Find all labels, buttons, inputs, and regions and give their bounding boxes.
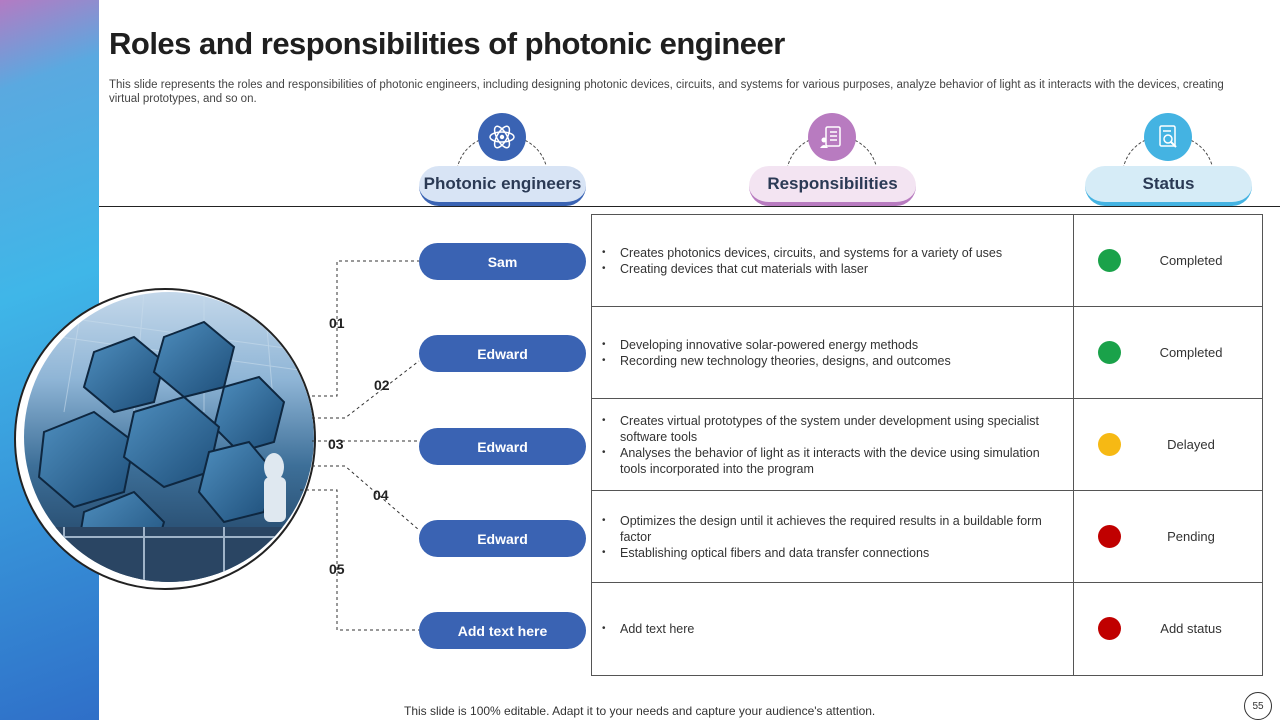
status-cell: Pending: [1074, 491, 1262, 582]
status-indicator-dot: [1098, 341, 1121, 364]
document-search-icon: [1144, 113, 1192, 161]
status-label: Completed: [1159, 345, 1223, 360]
responsibilities-cell: Optimizes the design until it achieves t…: [592, 491, 1074, 582]
status-label: Delayed: [1167, 437, 1215, 452]
checklist-person-icon: [808, 113, 856, 161]
engineer-name-pill: Edward: [419, 335, 586, 372]
responsibility-item: Developing innovative solar-powered ener…: [602, 337, 951, 353]
step-number: 05: [329, 561, 345, 577]
responsibility-item: Optimizes the design until it achieves t…: [602, 513, 1059, 545]
atom-icon: [478, 113, 526, 161]
status-label: Pending: [1167, 529, 1215, 544]
responsibilities-cell: Creates photonics devices, circuits, and…: [592, 215, 1074, 306]
responsibility-item: Add text here: [602, 621, 694, 637]
responsibilities-cell: Creates virtual prototypes of the system…: [592, 399, 1074, 490]
status-indicator-dot: [1098, 249, 1121, 272]
responsibilities-cell: Developing innovative solar-powered ener…: [592, 307, 1074, 398]
step-number: 02: [374, 377, 390, 393]
engineer-name-pill: Edward: [419, 520, 586, 557]
status-indicator-dot: [1098, 617, 1121, 640]
responsibility-item: Creates photonics devices, circuits, and…: [602, 245, 1002, 261]
status-label: Completed: [1159, 253, 1223, 268]
header-divider: [99, 206, 1280, 207]
responsibilities-cell: Add text here: [592, 583, 1074, 675]
step-number: 03: [328, 436, 344, 452]
status-indicator-dot: [1098, 525, 1121, 548]
responsibility-item: Recording new technology theories, desig…: [602, 353, 951, 369]
header-status: Status: [1085, 166, 1252, 206]
table-row: Creates virtual prototypes of the system…: [592, 399, 1262, 491]
footer-note: This slide is 100% editable. Adapt it to…: [404, 704, 876, 718]
table-row: Optimizes the design until it achieves t…: [592, 491, 1262, 583]
step-number: 04: [373, 487, 389, 503]
status-cell: Completed: [1074, 215, 1262, 306]
engineer-name-pill: Edward: [419, 428, 586, 465]
responsibility-item: Creating devices that cut materials with…: [602, 261, 1002, 277]
table-row: Add text here Add status: [592, 583, 1262, 675]
table-row: Creates photonics devices, circuits, and…: [592, 215, 1262, 307]
page-number: 55: [1244, 692, 1272, 720]
responsibility-item: Analyses the behavior of light as it int…: [602, 445, 1059, 477]
responsibilities-table: Creates photonics devices, circuits, and…: [591, 214, 1263, 676]
responsibility-item: Creates virtual prototypes of the system…: [602, 413, 1059, 445]
header-photonic-engineers: Photonic engineers: [419, 166, 586, 206]
engineer-name-pill: Sam: [419, 243, 586, 280]
responsibility-item: Establishing optical fibers and data tra…: [602, 545, 1059, 561]
table-row: Developing innovative solar-powered ener…: [592, 307, 1262, 399]
status-cell: Completed: [1074, 307, 1262, 398]
status-indicator-dot: [1098, 433, 1121, 456]
slide-subtitle: This slide represents the roles and resp…: [109, 79, 1224, 105]
status-label: Add status: [1160, 621, 1222, 636]
step-number: 01: [329, 315, 345, 331]
status-cell: Delayed: [1074, 399, 1262, 490]
status-cell: Add status: [1074, 583, 1262, 675]
engineer-name-pill: Add text here: [419, 612, 586, 649]
header-responsibilities: Responsibilities: [749, 166, 916, 206]
slide-title: Roles and responsibilities of photonic e…: [109, 26, 785, 61]
